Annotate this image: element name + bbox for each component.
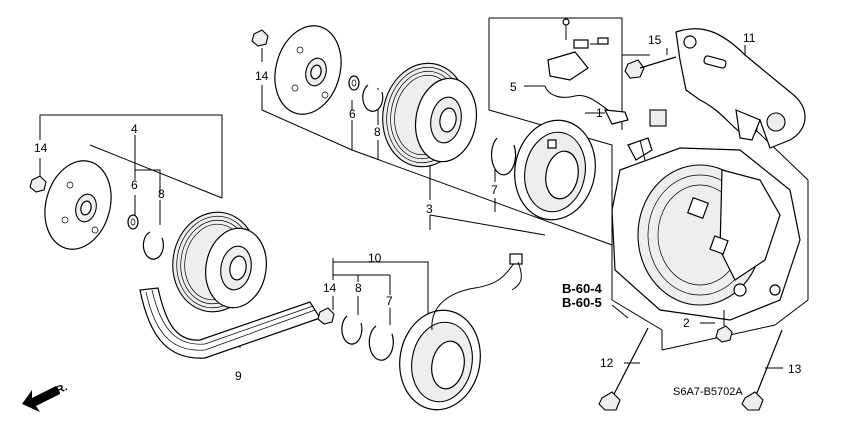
part-label: 8 [355, 281, 362, 295]
nut-14-left [29, 175, 47, 193]
part-label: 7 [491, 183, 498, 197]
part-label: 8 [158, 187, 165, 201]
bolt-12 [598, 327, 649, 411]
snap-ring-7-upper [490, 137, 517, 176]
field-coil-upper [514, 119, 596, 221]
compressor-body [611, 137, 801, 321]
clip-1 [603, 109, 667, 127]
snap-ring-8-upper [362, 84, 384, 112]
part-label: 11 [743, 31, 756, 45]
reference-b-60-4: B-60-4 [562, 281, 603, 296]
snap-ring-7-lower [368, 325, 394, 361]
part-label: 4 [131, 122, 138, 136]
snap-ring-8-lower [341, 315, 363, 345]
part-label: 6 [131, 178, 138, 192]
part-label: 5 [510, 80, 517, 94]
bolt-2 [715, 310, 733, 343]
field-coil-lower [399, 253, 523, 411]
reference-b-60-5: B-60-5 [562, 295, 602, 310]
part-label: 7 [386, 294, 393, 308]
bolt-13 [741, 329, 783, 411]
shim-6-upper [348, 75, 360, 91]
front-direction-label: FR. [48, 381, 69, 399]
nut-14-upper [251, 29, 269, 47]
part-label: 3 [426, 202, 433, 216]
pressure-plate-upper [274, 25, 342, 115]
part-label: 15 [648, 33, 662, 47]
front-direction-arrow [22, 386, 60, 412]
diagram-code: S6A7-B5702A [673, 386, 743, 398]
part-label: 14 [323, 281, 337, 295]
part-label: 12 [600, 356, 614, 370]
bolt-15 [624, 56, 677, 79]
part-label: 6 [349, 107, 356, 121]
reference-labels: B-60-4 B-60-5 [562, 281, 629, 319]
pressure-plate-left [44, 160, 112, 250]
part-label: 14 [255, 69, 269, 83]
part-label: 9 [235, 369, 242, 383]
part-label: 8 [374, 125, 381, 139]
snap-ring-8-left [142, 231, 164, 260]
part-label: 2 [683, 316, 690, 330]
nut-14-lower [317, 307, 335, 325]
pulley-left [172, 211, 267, 313]
part-label: 1 [596, 106, 603, 120]
part-label: 10 [368, 251, 382, 265]
part-label: 13 [788, 362, 802, 376]
part-label: 14 [34, 141, 48, 155]
shim-6-left [127, 214, 139, 230]
thermal-sensor-5 [544, 18, 621, 119]
belt-9 [139, 287, 321, 359]
part-labels: 1 2 3 4 5 6 6 7 7 8 8 8 9 10 11 12 13 14… [34, 31, 802, 383]
bracket-11 [675, 28, 806, 149]
pulley-upper [382, 62, 478, 168]
